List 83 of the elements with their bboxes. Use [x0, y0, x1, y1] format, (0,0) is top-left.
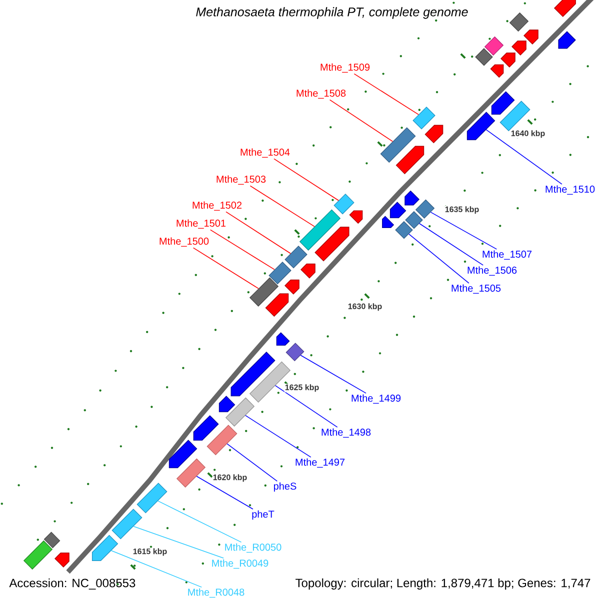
gene-label: Mthe_1504 [238, 147, 292, 159]
gene-label: Mthe_1500 [158, 236, 210, 248]
gene-label: Mthe_1502 [190, 200, 244, 212]
gene-box [284, 246, 308, 268]
gene-label: Mthe_1506 [466, 265, 518, 277]
leader-line [274, 158, 339, 201]
leader-line [158, 500, 242, 543]
leader-line [408, 234, 470, 284]
gene-block [300, 264, 316, 278]
tick-label: 1640 kbp [510, 130, 546, 138]
leader-line [250, 185, 315, 227]
footer-text: Topology: circular; Length: 1,879,471 bp; Genes: 1,747 [296, 578, 590, 590]
gene-label: Mthe_1498 [320, 427, 372, 439]
tick-label: 1635 kbp [444, 206, 480, 214]
leader-line [226, 211, 291, 254]
gene-label: Mthe_1507 [480, 249, 534, 261]
gene-block [500, 52, 516, 68]
gene-label: Mthe_R0050 [223, 542, 283, 554]
leader-line [354, 73, 419, 115]
gene-block [490, 64, 504, 78]
gene-block [54, 552, 70, 568]
gene-box [500, 100, 530, 132]
gene-label: pheS [272, 481, 298, 493]
gene-label: Mthe_1501 [174, 218, 228, 230]
gene-box [380, 127, 416, 163]
gene-box [405, 211, 423, 229]
gene-block [491, 91, 515, 115]
tick-label: 1625 kbp [284, 384, 320, 392]
gene-box [136, 482, 168, 514]
tick-label: 1615 kbp [132, 548, 168, 556]
tick-label: 1620 kbp [212, 474, 248, 482]
leader-line [192, 247, 259, 289]
gene-block [396, 146, 424, 174]
gene-box [206, 424, 238, 456]
gene-block [230, 352, 276, 396]
gene-block [404, 190, 420, 206]
gene-box [395, 221, 413, 239]
gene-block [512, 40, 526, 56]
leader-line [486, 129, 562, 185]
gene-label: Mthe_R0048 [186, 587, 246, 599]
leader-line [196, 476, 254, 510]
gene-label: Mthe_R0049 [210, 558, 270, 570]
gene-box [412, 106, 436, 130]
footer-text: Accession: NC_008553 [9, 578, 136, 590]
gene-block [284, 280, 300, 294]
gene-block [314, 226, 350, 262]
leader-line [245, 415, 312, 458]
leader-line [430, 212, 498, 250]
leader-line [300, 354, 366, 394]
leader-line [210, 229, 275, 270]
gene-block [276, 332, 290, 346]
leader-line [133, 526, 224, 559]
gene-block [218, 396, 236, 412]
tick-label: 1630 kbp [347, 302, 383, 312]
gene-block [424, 124, 444, 144]
gene-block [466, 112, 496, 140]
gene-label: Mthe_1505 [450, 283, 502, 295]
gene-label: pheT [250, 509, 276, 521]
gene-box [286, 342, 304, 362]
gene-label: Mthe_1503 [214, 174, 268, 186]
gene-block [265, 293, 289, 317]
gene-block [349, 210, 363, 224]
gene-block [524, 30, 538, 44]
gene-label: Mthe_1509 [318, 62, 372, 74]
gene-label: Mthe_1510 [544, 184, 596, 196]
gene-label: Mthe_1508 [294, 88, 348, 100]
gene-block [168, 440, 198, 468]
title: Methanosaeta thermophila PT, complete genome [196, 7, 468, 19]
gene-block [193, 415, 219, 441]
gene-label: Mthe_1499 [350, 393, 402, 405]
gene-block [390, 202, 406, 218]
gene-box [268, 262, 292, 284]
gene-label: Mthe_1497 [294, 457, 346, 469]
leader-line [329, 99, 394, 142]
gene-block [92, 534, 118, 562]
leader-line [226, 443, 278, 482]
gene-box [44, 532, 60, 548]
leader-line [274, 385, 338, 428]
gene-box [112, 508, 142, 540]
gene-block [558, 31, 576, 49]
gene-box [475, 48, 493, 66]
leader-line [419, 223, 484, 266]
gene-box [334, 194, 354, 214]
